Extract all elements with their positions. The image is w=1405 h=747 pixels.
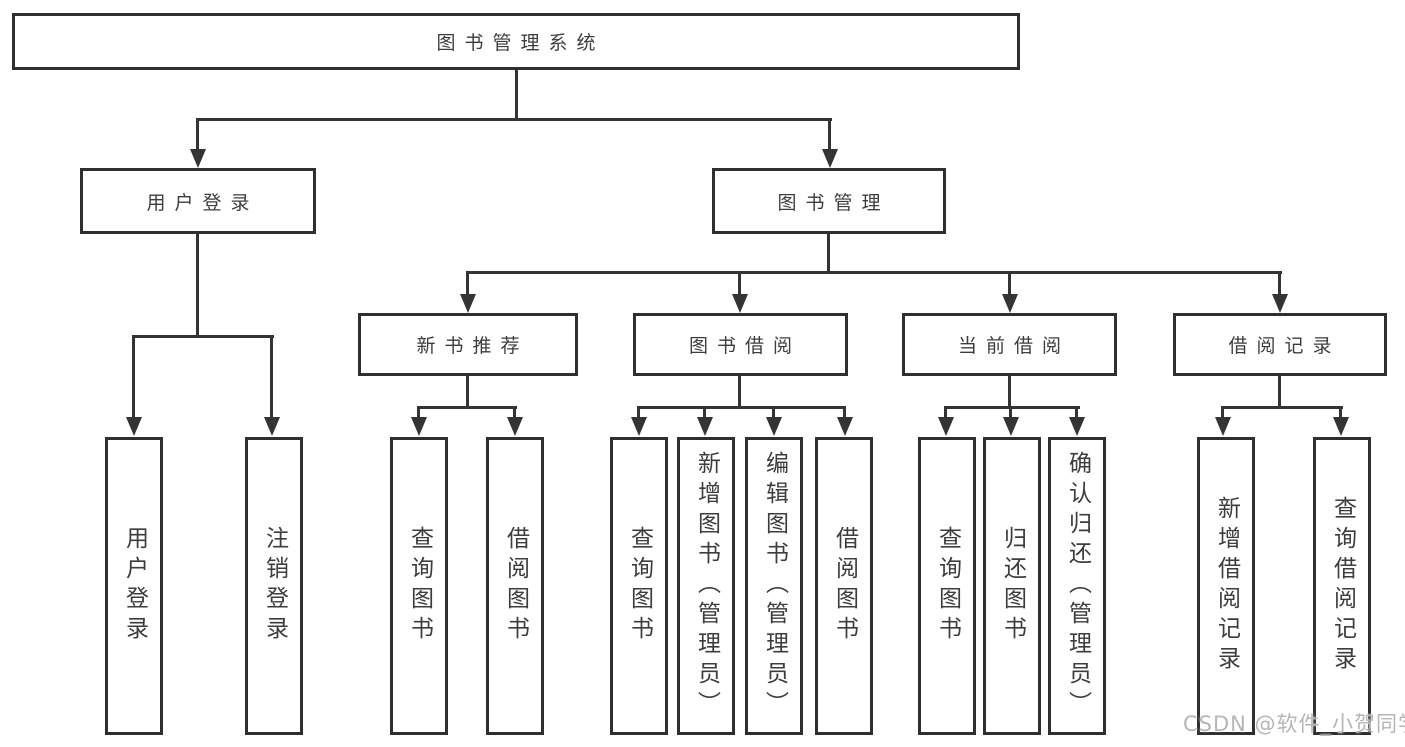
connector-line xyxy=(132,335,135,420)
leaf-confirm-return-admin-label: 确认归还（管理员） xyxy=(1064,451,1091,721)
arrowhead-down-icon xyxy=(1003,417,1019,436)
connector-line xyxy=(1278,375,1281,408)
node-user-login-label: 用户登录 xyxy=(146,191,259,214)
arrowhead-down-icon xyxy=(1215,417,1231,436)
connector-line xyxy=(196,118,832,121)
leaf-newbook-query-books: 查询图书 xyxy=(390,437,448,735)
node-new-book-recommendation-label: 新书推荐 xyxy=(416,335,529,357)
arrowhead-down-icon xyxy=(938,417,954,436)
connector-line xyxy=(466,271,469,297)
connector-line xyxy=(132,335,274,338)
leaf-borrowing-query-books-label: 查询图书 xyxy=(626,526,653,646)
leaf-confirm-return-admin: 确认归还（管理员） xyxy=(1048,437,1106,735)
leaf-add-borrow-record-label: 新增借阅记录 xyxy=(1213,496,1240,676)
arrowhead-down-icon xyxy=(1272,294,1288,313)
leaf-borrowing-borrow-books-label: 借阅图书 xyxy=(831,526,858,646)
node-root: 图书管理系统 xyxy=(12,13,1020,70)
connector-line xyxy=(738,375,741,408)
node-borrowing-records-label: 借阅记录 xyxy=(1228,335,1341,357)
leaf-current-query-books: 查询图书 xyxy=(918,437,976,735)
connector-line xyxy=(637,406,846,409)
connector-line xyxy=(196,233,199,337)
leaf-add-books-admin: 新增图书（管理员） xyxy=(677,437,735,735)
node-book-borrowing-label: 图书借阅 xyxy=(688,335,801,357)
leaf-newbook-borrow-books: 借阅图书 xyxy=(486,437,544,735)
connector-line xyxy=(944,406,947,421)
leaf-borrowing-borrow-books: 借阅图书 xyxy=(815,437,873,735)
connector-line xyxy=(944,406,1080,409)
node-current-borrowing-label: 当前借阅 xyxy=(957,335,1070,357)
arrowhead-down-icon xyxy=(631,417,647,436)
node-root-label: 图书管理系统 xyxy=(436,32,605,54)
connector-line xyxy=(828,118,831,152)
connector-line xyxy=(1008,375,1011,408)
leaf-add-books-admin-label: 新增图书（管理员） xyxy=(693,451,720,721)
connector-line xyxy=(417,406,517,409)
node-book-management: 图书管理 xyxy=(712,168,946,234)
leaf-current-query-books-label: 查询图书 xyxy=(934,526,961,646)
arrowhead-down-icon xyxy=(460,294,476,313)
node-borrowing-records: 借阅记录 xyxy=(1173,313,1387,376)
connector-line xyxy=(1278,271,1281,297)
connector-line xyxy=(1009,406,1012,421)
connector-line xyxy=(1221,406,1343,409)
node-new-book-recommendation: 新书推荐 xyxy=(358,313,578,376)
connector-line xyxy=(1008,271,1011,297)
connector-line xyxy=(827,233,830,273)
connector-line xyxy=(637,406,640,421)
leaf-borrowing-query-books: 查询图书 xyxy=(610,437,668,735)
leaf-query-borrow-record-label: 查询借阅记录 xyxy=(1329,496,1356,676)
arrowhead-down-icon xyxy=(732,294,748,313)
connector-line xyxy=(1221,406,1224,421)
node-book-management-label: 图书管理 xyxy=(777,191,890,214)
node-current-borrowing: 当前借阅 xyxy=(902,313,1117,376)
connector-line xyxy=(1339,406,1342,421)
leaf-logout-label: 注销登录 xyxy=(261,526,288,646)
arrowhead-down-icon xyxy=(766,417,782,436)
leaf-edit-books-admin: 编辑图书（管理员） xyxy=(745,437,803,735)
leaf-add-borrow-record: 新增借阅记录 xyxy=(1197,437,1255,735)
arrowhead-down-icon xyxy=(507,417,523,436)
csdn-watermark: CSDN @软件_小贺同学 xyxy=(1183,712,1405,736)
arrowhead-down-icon xyxy=(1069,417,1085,436)
leaf-user-login-label: 用户登录 xyxy=(121,526,148,646)
arrowhead-down-icon xyxy=(1333,417,1349,436)
arrowhead-down-icon xyxy=(411,417,427,436)
connector-line xyxy=(466,271,1282,274)
connector-line xyxy=(772,406,775,421)
connector-line xyxy=(513,406,516,421)
arrowhead-down-icon xyxy=(264,417,280,436)
node-book-borrowing: 图书借阅 xyxy=(633,313,848,376)
leaf-newbook-query-books-label: 查询图书 xyxy=(406,526,433,646)
connector-line xyxy=(843,406,846,421)
arrowhead-down-icon xyxy=(126,417,142,436)
leaf-query-borrow-record: 查询借阅记录 xyxy=(1313,437,1371,735)
node-user-login: 用户登录 xyxy=(80,168,316,234)
arrowhead-down-icon xyxy=(697,417,713,436)
connector-line xyxy=(466,375,469,408)
leaf-edit-books-admin-label: 编辑图书（管理员） xyxy=(761,451,788,721)
arrowhead-down-icon xyxy=(822,149,838,168)
connector-line xyxy=(196,118,199,152)
leaf-user-login: 用户登录 xyxy=(105,437,163,735)
connector-line xyxy=(515,70,518,118)
leaf-return-books: 归还图书 xyxy=(983,437,1041,735)
arrowhead-down-icon xyxy=(837,417,853,436)
connector-line xyxy=(703,406,706,421)
arrowhead-down-icon xyxy=(190,149,206,168)
arrowhead-down-icon xyxy=(1002,294,1018,313)
leaf-newbook-borrow-books-label: 借阅图书 xyxy=(502,526,529,646)
leaf-logout: 注销登录 xyxy=(245,437,303,735)
connector-line xyxy=(270,335,273,420)
connector-line xyxy=(417,406,420,421)
connector-line xyxy=(738,271,741,297)
connector-line xyxy=(1075,406,1078,421)
leaf-return-books-label: 归还图书 xyxy=(999,526,1026,646)
